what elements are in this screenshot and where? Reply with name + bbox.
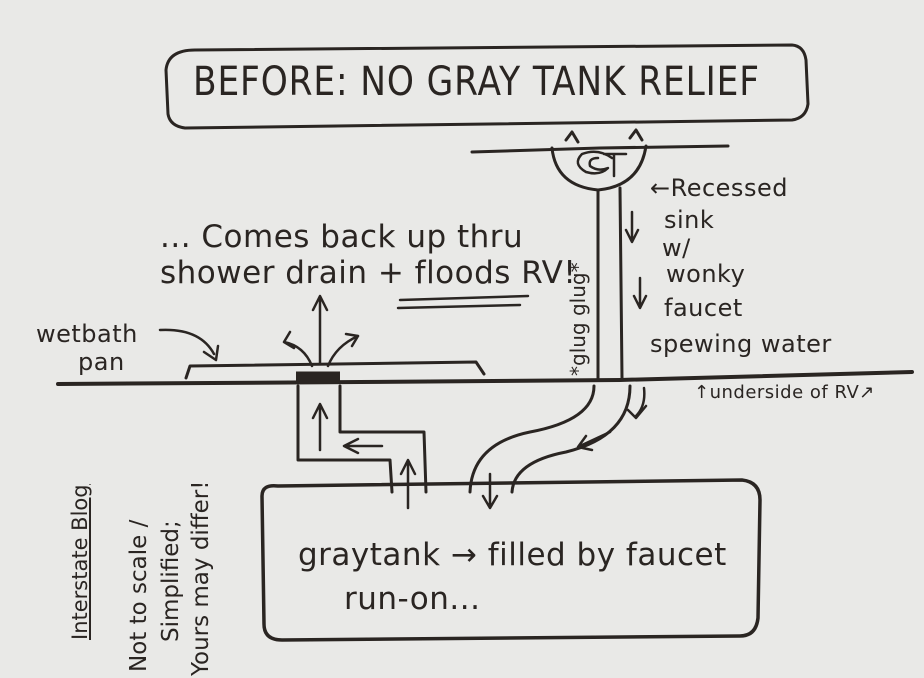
sink-label-line5: faucet bbox=[664, 294, 743, 322]
shower-pipe-inner bbox=[338, 384, 428, 494]
tank-label-line2: run-on... bbox=[344, 581, 481, 617]
sink-label-line3: w/ bbox=[662, 234, 691, 262]
sink-swirl bbox=[576, 150, 628, 178]
wet-bath-label-line2: pan bbox=[78, 348, 125, 376]
up-arrow-pipe bbox=[311, 402, 329, 452]
sink-faucet-left bbox=[564, 130, 580, 144]
floods-underline bbox=[396, 294, 530, 310]
sink-pipe-outer bbox=[468, 384, 596, 494]
wet-bath-label-line1: wetbath bbox=[36, 320, 138, 348]
disclaimer-line2: Simplified; bbox=[158, 520, 184, 642]
sink-label-line1: ←Recessed bbox=[650, 174, 788, 202]
shower-pipe-outer bbox=[296, 384, 394, 494]
glug-text: *glug glug* bbox=[566, 262, 590, 376]
disclaimer-line3: Yours may differ! bbox=[188, 480, 214, 676]
blog-label: Interstate Blog bbox=[68, 484, 92, 640]
sink-pipe-arrow bbox=[626, 386, 648, 420]
down-arrow-1 bbox=[624, 210, 640, 244]
splash-arrow-center bbox=[311, 294, 329, 366]
sink-label-line2: sink bbox=[664, 206, 715, 234]
wet-bath-pan bbox=[184, 360, 486, 380]
splash-arrow-right bbox=[326, 332, 360, 368]
sink-label-line6: spewing water bbox=[650, 330, 832, 358]
comes-back-text-line2: shower drain + floods RV! bbox=[160, 255, 577, 291]
diagram-title: BEFORE: NO GRAY TANK RELIEF bbox=[193, 59, 760, 105]
sink-pipe-inner bbox=[510, 384, 632, 494]
rv-floor-line bbox=[56, 370, 914, 386]
sink-drain-pipe-right bbox=[618, 186, 624, 380]
sink-faucet-right bbox=[628, 128, 644, 142]
sink-label-line4: wonky bbox=[666, 260, 746, 288]
title-box bbox=[164, 43, 810, 130]
tank-label-line1: graytank → filled by faucet bbox=[298, 537, 727, 573]
underside-label: ↑underside of RV↗ bbox=[694, 382, 875, 403]
splash-arrow-left bbox=[282, 330, 314, 368]
gray-tank bbox=[260, 478, 762, 642]
comes-back-text-line1: ... Comes back up thru bbox=[160, 219, 524, 255]
down-arrow-2 bbox=[632, 276, 648, 310]
down-arrow-tank bbox=[481, 472, 499, 510]
counter-line bbox=[470, 144, 730, 154]
sink-pipe-arrow-2 bbox=[576, 430, 612, 452]
wet-bath-pointer bbox=[158, 328, 220, 362]
left-arrow-pipe bbox=[342, 437, 384, 455]
disclaimer-line1: Not to scale / bbox=[126, 519, 152, 672]
